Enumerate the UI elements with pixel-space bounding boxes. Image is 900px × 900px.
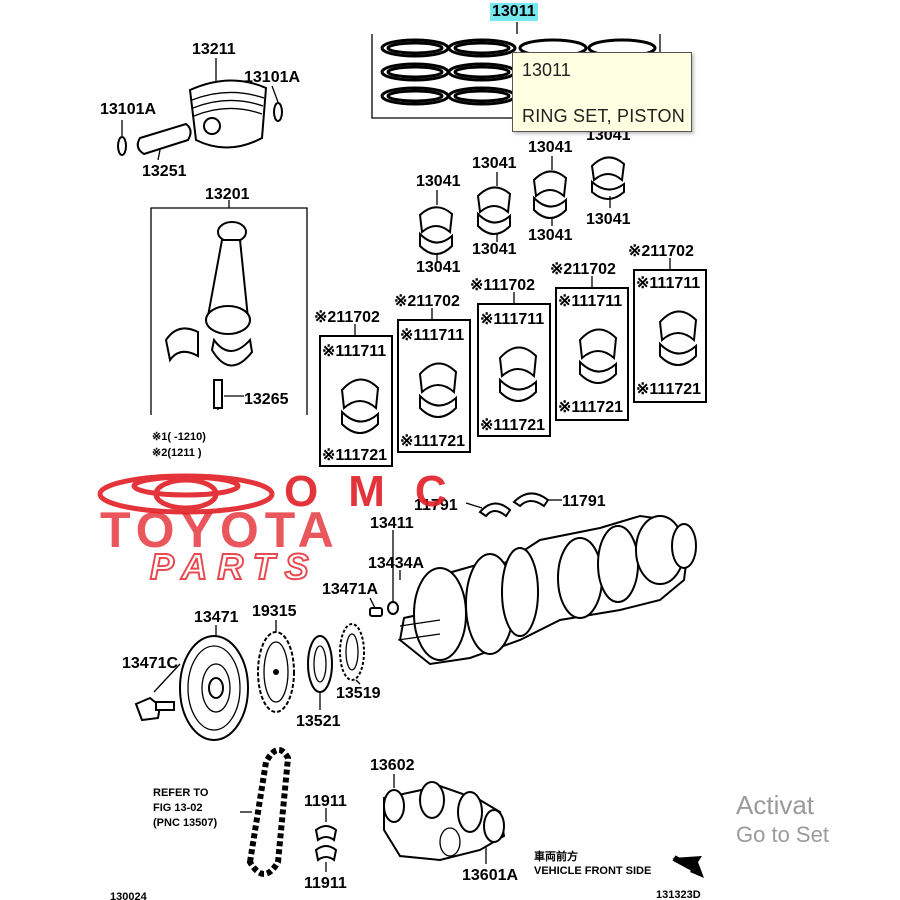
label-refer-3: (PNC 13507) <box>153 817 218 829</box>
snap-ring-13101a-right[interactable] <box>271 85 283 122</box>
note-2: ※2(1211 ) <box>152 447 202 459</box>
label-13411: 13411 <box>370 515 414 532</box>
figure-id-right: 131323D <box>656 889 701 900</box>
label-13041-5: 13041 <box>528 139 573 156</box>
label-13101a-left: 13101A <box>100 101 156 118</box>
label-13041-4: 13041 <box>472 241 517 258</box>
label-13471: 13471 <box>194 609 239 626</box>
activation-line-2: Go to Set <box>736 822 829 847</box>
label-g5-bot: ※111721 <box>636 381 701 398</box>
label-13201: 13201 <box>205 186 250 203</box>
label-13041-1: 13041 <box>416 173 461 190</box>
highlighted-part-label[interactable]: 13011 <box>490 3 538 21</box>
label-g2-head: ※211702 <box>394 293 460 310</box>
label-13434a: 13434A <box>368 555 424 572</box>
part-labels: 13211 13101A 13101A 13251 13201 13265 ※1… <box>100 41 701 900</box>
label-g2-top: ※111711 <box>400 327 464 344</box>
label-13602: 13602 <box>370 757 415 774</box>
rod-bearing-13041-c[interactable] <box>532 156 568 226</box>
label-g3-top: ※111711 <box>480 311 544 328</box>
label-13471a: 13471A <box>322 581 378 598</box>
label-g4-bot: ※111721 <box>558 399 623 416</box>
vehicle-front-arrow-icon <box>672 855 704 878</box>
crankshaft-pulley-13471[interactable] <box>179 625 249 741</box>
piston-ring-set-13011[interactable] <box>371 22 661 119</box>
timing-sprocket-19315[interactable] <box>257 620 295 713</box>
thrust-washer-11791-right[interactable] <box>512 492 562 508</box>
figure-id-left: 130024 <box>110 891 148 900</box>
gear-13519[interactable] <box>339 623 365 685</box>
label-g1-top: ※111711 <box>322 343 386 360</box>
label-g4-head: ※211702 <box>550 261 616 278</box>
label-front-cn: 車両前方 <box>534 849 578 863</box>
label-11791-left: 11791 <box>414 497 458 514</box>
label-11911-top: 11911 <box>304 793 347 810</box>
label-g5-top: ※111711 <box>636 275 700 292</box>
label-13521: 13521 <box>296 713 341 730</box>
label-g4-top: ※111711 <box>558 293 622 310</box>
thrust-washer-11791-left[interactable] <box>465 502 512 518</box>
watermark-line-1: OMC <box>284 467 477 516</box>
sprocket-13521[interactable] <box>307 635 333 710</box>
bolt-13471c[interactable] <box>134 663 181 722</box>
piston-13211[interactable] <box>188 58 268 149</box>
main-bearing-group-4[interactable] <box>555 276 629 421</box>
label-g1-bot: ※111721 <box>322 447 387 464</box>
label-13041-8: 13041 <box>586 211 631 228</box>
windows-activation-overlay: Activat Go to Set <box>736 790 829 850</box>
main-bearing-group-1[interactable] <box>319 324 393 467</box>
tooltip-part-name: RING SET, PISTON <box>522 106 685 126</box>
note-1: ※1( -1210) <box>152 431 206 443</box>
label-13041-2: 13041 <box>416 259 461 276</box>
label-g3-head: ※111702 <box>470 277 535 294</box>
tooltip-part-number: 13011 <box>522 60 571 80</box>
activation-line-1: Activat <box>736 790 815 820</box>
label-13041-3: 13041 <box>472 155 517 172</box>
label-13251: 13251 <box>142 163 187 180</box>
label-refer-1: REFER TO <box>153 787 209 799</box>
label-front-en: VEHICLE FRONT SIDE <box>534 865 651 877</box>
label-11911-bottom: 11911 <box>304 875 347 892</box>
bushing-11911-top[interactable] <box>314 808 338 842</box>
label-refer-2: FIG 13-02 <box>153 802 203 814</box>
label-19315: 19315 <box>252 603 297 620</box>
main-bearing-group-2[interactable] <box>397 308 471 453</box>
label-13101a-top: 13101A <box>244 69 300 86</box>
label-13041-6: 13041 <box>528 227 573 244</box>
label-13601a: 13601A <box>462 867 518 884</box>
main-bearing-group-3[interactable] <box>477 292 551 437</box>
snap-ring-13101a-left[interactable] <box>117 120 127 156</box>
bushing-11911-bottom[interactable] <box>314 845 338 872</box>
label-13211: 13211 <box>192 41 236 58</box>
pilot-bearing-13411[interactable] <box>387 530 399 615</box>
timing-chain[interactable] <box>240 747 292 877</box>
label-g1-head: ※211702 <box>314 309 380 326</box>
rod-bearing-13041-d[interactable] <box>590 156 626 208</box>
rod-bearing-13041-b[interactable] <box>476 172 512 242</box>
label-g2-bot: ※111721 <box>400 433 465 450</box>
rod-bearing-13041-a[interactable] <box>418 190 454 262</box>
label-g5-head: ※211702 <box>628 243 694 260</box>
connecting-rod-13201[interactable] <box>150 200 308 415</box>
part-tooltip: 13011 RING SET, PISTON <box>512 52 692 132</box>
piston-pin-13251[interactable] <box>136 122 192 161</box>
label-13265: 13265 <box>244 391 289 408</box>
label-g3-bot: ※111721 <box>480 417 545 434</box>
balance-shaft-13602[interactable] <box>383 774 506 862</box>
label-13471c: 13471C <box>122 655 178 672</box>
key-13471a[interactable] <box>369 597 383 617</box>
watermark-line-3: PARTS <box>149 546 319 587</box>
crankshaft[interactable] <box>397 514 697 666</box>
main-bearing-group-5[interactable] <box>633 258 707 403</box>
watermark-line-2: TOYOTA <box>100 502 340 558</box>
label-13519: 13519 <box>336 685 381 702</box>
label-11791-right: 11791 <box>562 493 606 510</box>
